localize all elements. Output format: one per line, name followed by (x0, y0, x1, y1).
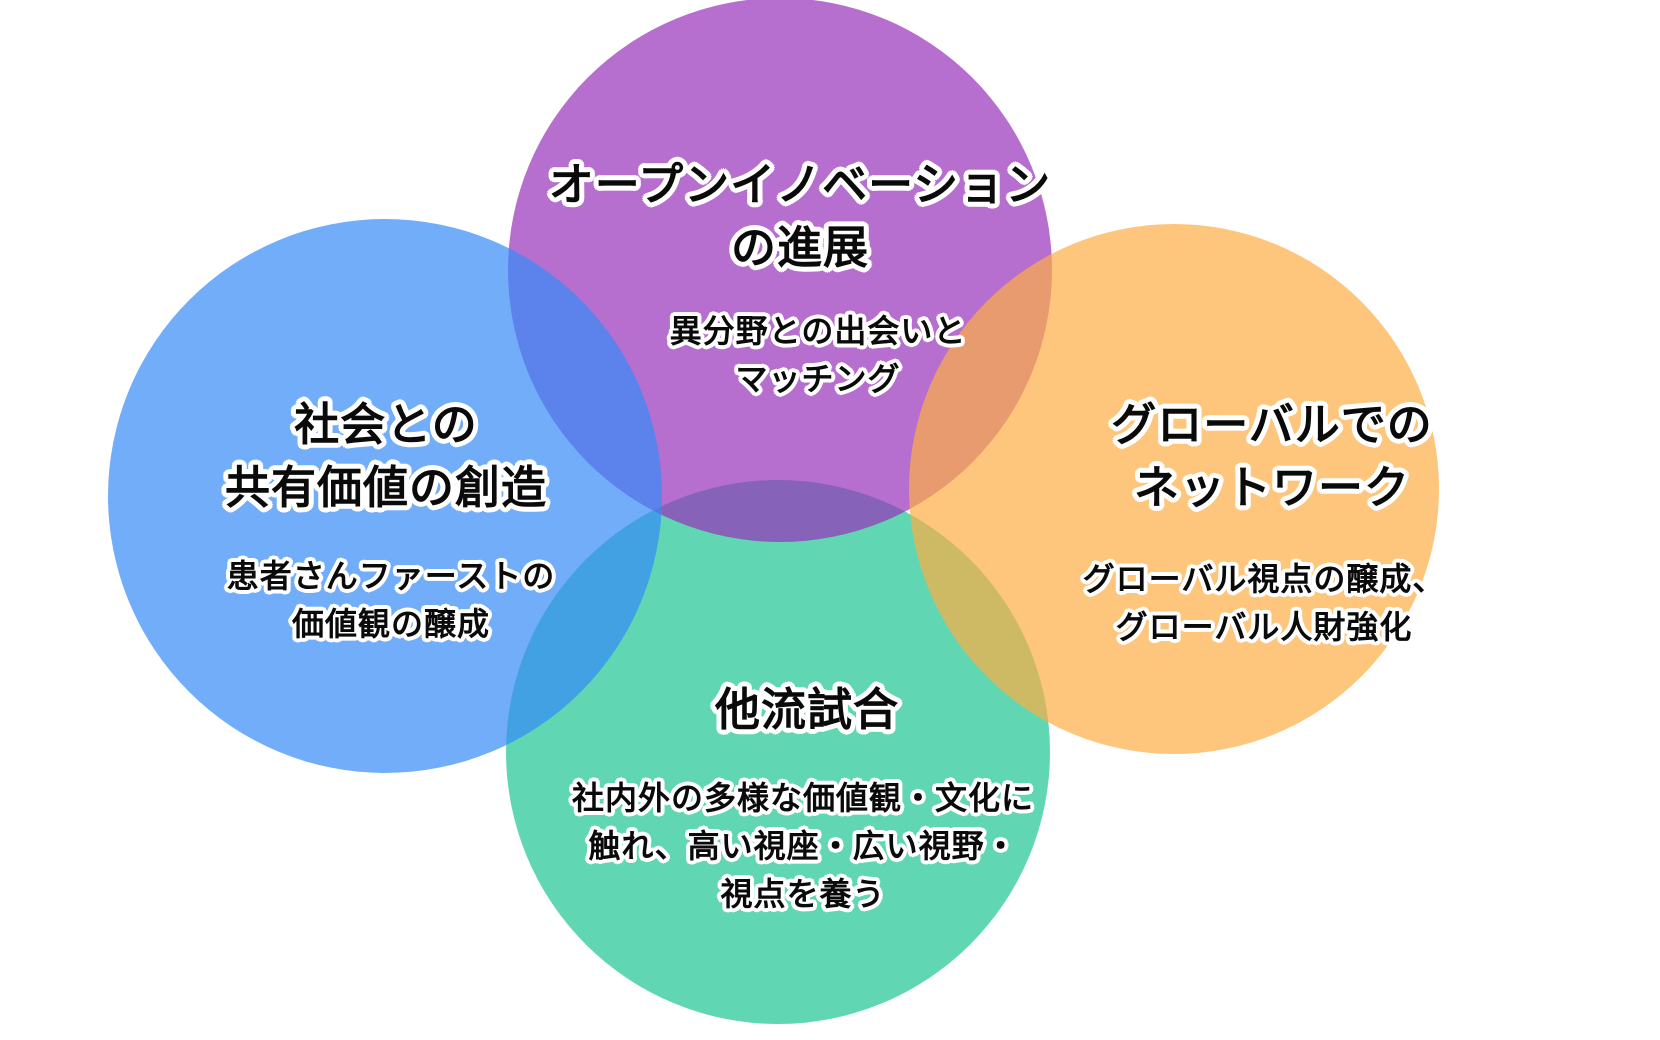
shared-value-subtitle: 患者さんファーストの 価値観の醸成 (226, 558, 556, 642)
global-network-subtitle: グローバル視点の醸成、 グローバル人財強化 (1082, 561, 1446, 645)
taryu-jiai-subtitle: 社内外の多様な価値観・文化に 触れ、高い視座・広い視野・ 視点を養う (571, 780, 1034, 912)
taryu-jiai-title: 他流試合 (714, 684, 899, 735)
global-network-title: グローバルでの ネットワーク (1111, 399, 1433, 513)
circle-shared-value-with-society (108, 219, 662, 773)
circle-global-network (909, 224, 1439, 754)
open-innovation-title: オープンイノベーション の進展 (548, 159, 1052, 273)
open-innovation-subtitle: 異分野との出会いと マッチング (669, 313, 967, 397)
shared-value-title: 社会との 共有価値の創造 (224, 399, 547, 513)
